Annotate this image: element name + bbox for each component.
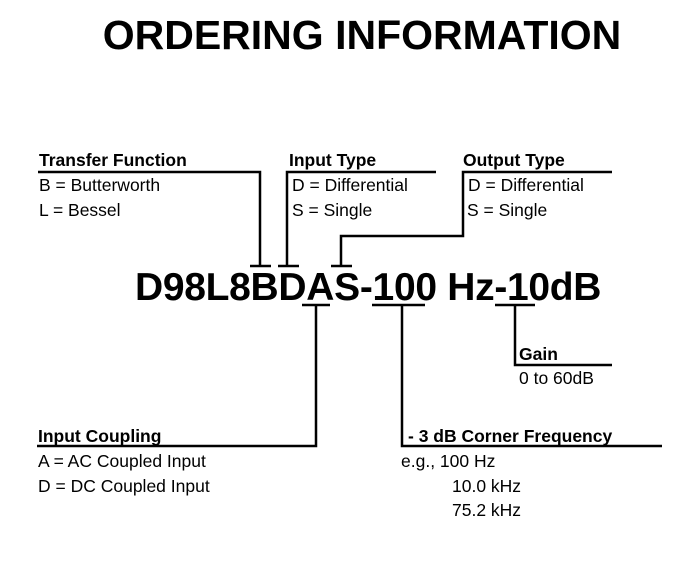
- gain-heading: Gain: [519, 344, 558, 364]
- transfer-function-heading: Transfer Function: [39, 150, 187, 170]
- input-coupling-option: D = DC Coupled Input: [38, 476, 210, 496]
- transfer-function-option: B = Butterworth: [39, 175, 161, 195]
- transfer-function-connector: [38, 170, 262, 266]
- output-type-option: D = Differential: [468, 175, 584, 195]
- output-type-heading: Output Type: [463, 150, 565, 170]
- input-type-heading: Input Type: [289, 150, 377, 170]
- input-type-option: D = Differential: [292, 175, 408, 195]
- output-type-option: S = Single: [467, 200, 548, 220]
- page-title: ORDERING INFORMATION: [102, 12, 622, 58]
- gain-option: 0 to 60dB: [519, 368, 594, 388]
- corner-frequency-heading: - 3 dB Corner Frequency: [408, 426, 613, 446]
- transfer-function-option: L = Bessel: [39, 200, 121, 220]
- corner-frequency-connector: [400, 305, 662, 448]
- corner-frequency-example: 75.2 kHz: [452, 500, 522, 520]
- input-coupling-option: A = AC Coupled Input: [38, 451, 206, 471]
- output-type-connector: [339, 170, 612, 266]
- gain-connector: [513, 305, 612, 367]
- input-type-connector: [285, 170, 436, 266]
- corner-frequency-example: 10.0 kHz: [452, 476, 522, 496]
- input-coupling-heading: Input Coupling: [38, 426, 162, 446]
- part-number: D98L8BDAS-100 Hz-10dB: [135, 266, 602, 309]
- corner-frequency-example: e.g., 100 Hz: [401, 451, 496, 471]
- input-coupling-connector: [37, 305, 318, 448]
- input-type-option: S = Single: [292, 200, 373, 220]
